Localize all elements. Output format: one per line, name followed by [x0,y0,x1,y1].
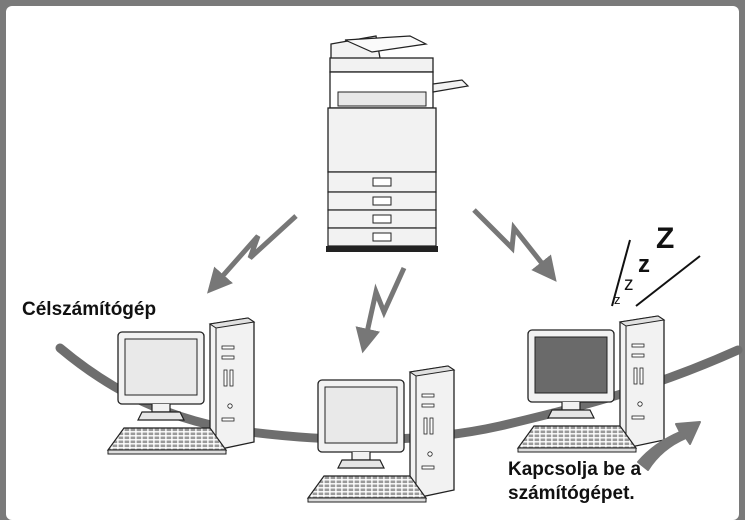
power-on-arrow-icon [637,421,701,471]
sleep-z-3: z [638,251,650,278]
signal-arrow-center [355,266,407,354]
sleep-z-1: z [614,292,621,307]
signal-arrow-right [472,208,557,282]
power-on-instruction-line2: számítógépet. [508,483,635,504]
power-on-instruction: Kapcsolja be a számítógépet. [508,458,738,506]
computer-icon [107,317,255,455]
power-on-instruction-line1: Kapcsolja be a [508,459,642,480]
printer-icon [326,35,470,252]
computer-icon [307,365,455,503]
signal-arrow-left [207,214,298,294]
sleep-z-2: z [624,274,634,295]
sleep-z-4: Z [656,222,674,255]
computer-icon-sleeping [517,315,665,453]
sleep-icon: z z z Z [611,222,701,307]
target-computer-label: Célszámítógép [22,299,157,320]
